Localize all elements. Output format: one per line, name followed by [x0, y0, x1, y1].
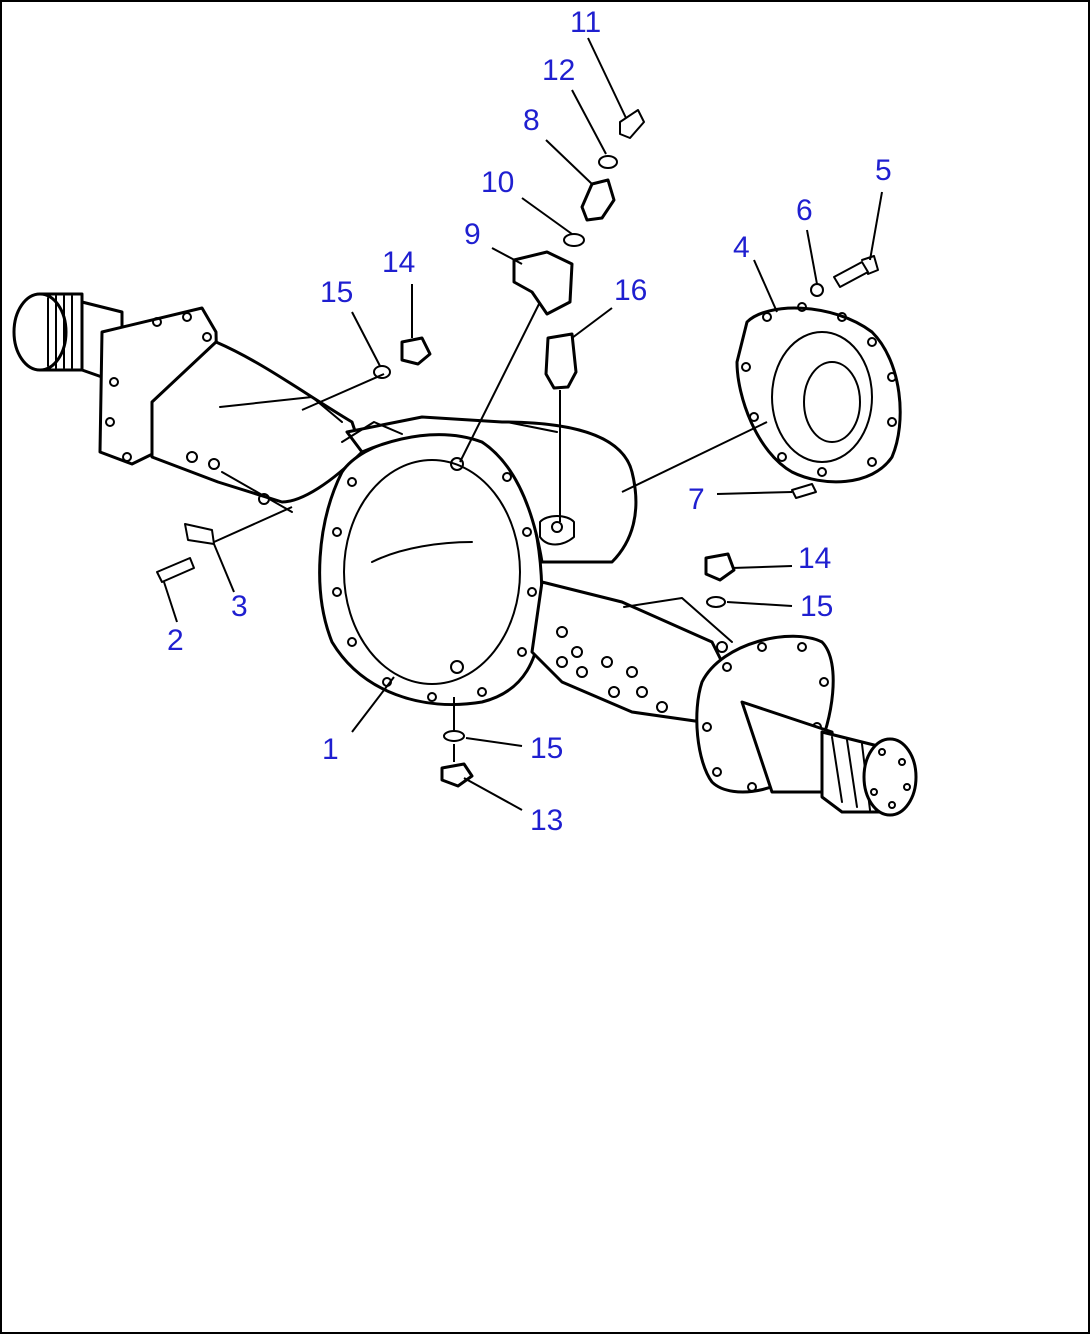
bolt-part-11	[619, 109, 645, 139]
callout-15-bottom: 15	[530, 732, 563, 765]
washer-part-15-upper	[373, 365, 391, 379]
sensor-part-16	[544, 332, 578, 390]
right-axle-shaft	[740, 700, 918, 817]
callout-10: 10	[481, 166, 514, 199]
washer-part-12	[598, 155, 618, 169]
callouts: 1 2 3 4 5 6 7 8 9 10 11 12 13 14 14 15 1…	[167, 6, 892, 837]
callout-3: 3	[231, 590, 248, 623]
callout-4: 4	[733, 231, 750, 264]
callout-8: 8	[523, 104, 540, 137]
block-part-9	[512, 250, 574, 316]
callout-7: 7	[688, 483, 705, 516]
plug-part-13	[440, 762, 474, 788]
bolt-part-2	[156, 557, 195, 583]
callout-1: 1	[322, 733, 339, 766]
callout-15-upper: 15	[320, 276, 353, 309]
callout-16: 16	[614, 274, 647, 307]
bolt-part-5	[833, 255, 879, 288]
callout-13: 13	[530, 804, 563, 837]
bearing-cage-part	[735, 302, 902, 484]
callout-9: 9	[464, 218, 481, 251]
callout-2: 2	[167, 624, 184, 657]
callout-14-upper: 14	[382, 246, 415, 279]
plug-part-14-upper	[400, 336, 432, 366]
oring-part-10	[563, 233, 585, 247]
axle-housing	[12, 292, 918, 817]
callout-6: 6	[796, 194, 813, 227]
housing-top	[345, 415, 638, 564]
center-housing	[318, 432, 544, 706]
pin-part-7	[791, 483, 817, 499]
plug-part-14-right	[704, 552, 736, 582]
callout-14-right: 14	[798, 542, 831, 575]
callout-5: 5	[875, 154, 892, 187]
washer-part-6	[810, 283, 824, 297]
callout-15-right: 15	[800, 590, 833, 623]
washer-part-15-bottom	[443, 730, 465, 742]
leader-lines	[163, 37, 883, 811]
fitting-part-8	[580, 178, 616, 222]
washer-part-15-right	[706, 596, 726, 608]
callout-12: 12	[542, 54, 575, 87]
plate-part-3	[184, 523, 215, 545]
callout-11: 11	[570, 6, 601, 39]
